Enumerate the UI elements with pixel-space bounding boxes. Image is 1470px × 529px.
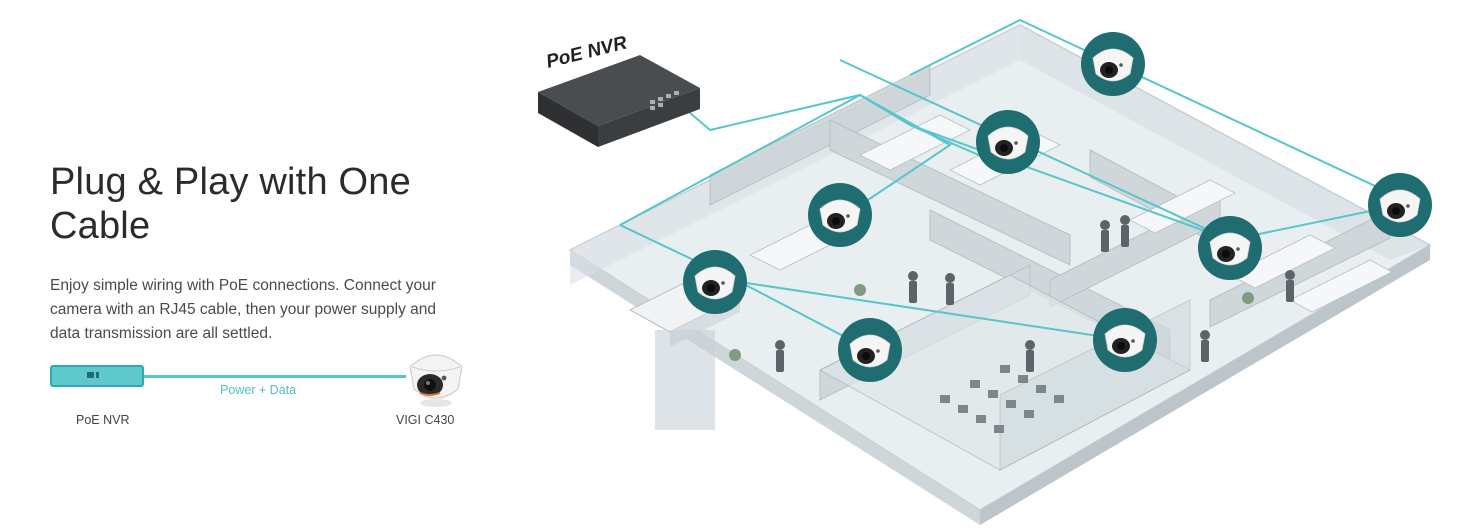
dome-camera-icon [976,110,1040,174]
dome-camera-icon [683,250,747,314]
nvr-label: PoE NVR [76,413,130,427]
camera-label: VIGI C430 [396,413,455,427]
cable-line [144,375,406,378]
dome-camera-icon [1093,308,1157,372]
camera-icon [409,354,463,407]
dome-camera-icon [1198,216,1262,280]
person-icon [775,215,1295,372]
dome-camera-icon [1081,32,1145,96]
nvr-device-icon [538,55,700,147]
nvr-icon [50,365,144,387]
dome-camera-icon [838,318,902,382]
connection-diagram: Power + Data PoE NVR VIGI C430 [48,345,478,445]
headline: Plug & Play with One Cable [50,161,411,247]
dome-camera-icon [808,183,872,247]
description: Enjoy simple wiring with PoE connections… [50,277,436,342]
feature-text-block: Plug & Play with One Cable Enjoy simple … [50,160,490,346]
dome-camera-icon [1368,173,1432,237]
camera-group [683,32,1432,382]
office-building-illustration: PoE NVR [538,18,1432,525]
cable-label: Power + Data [220,383,297,397]
